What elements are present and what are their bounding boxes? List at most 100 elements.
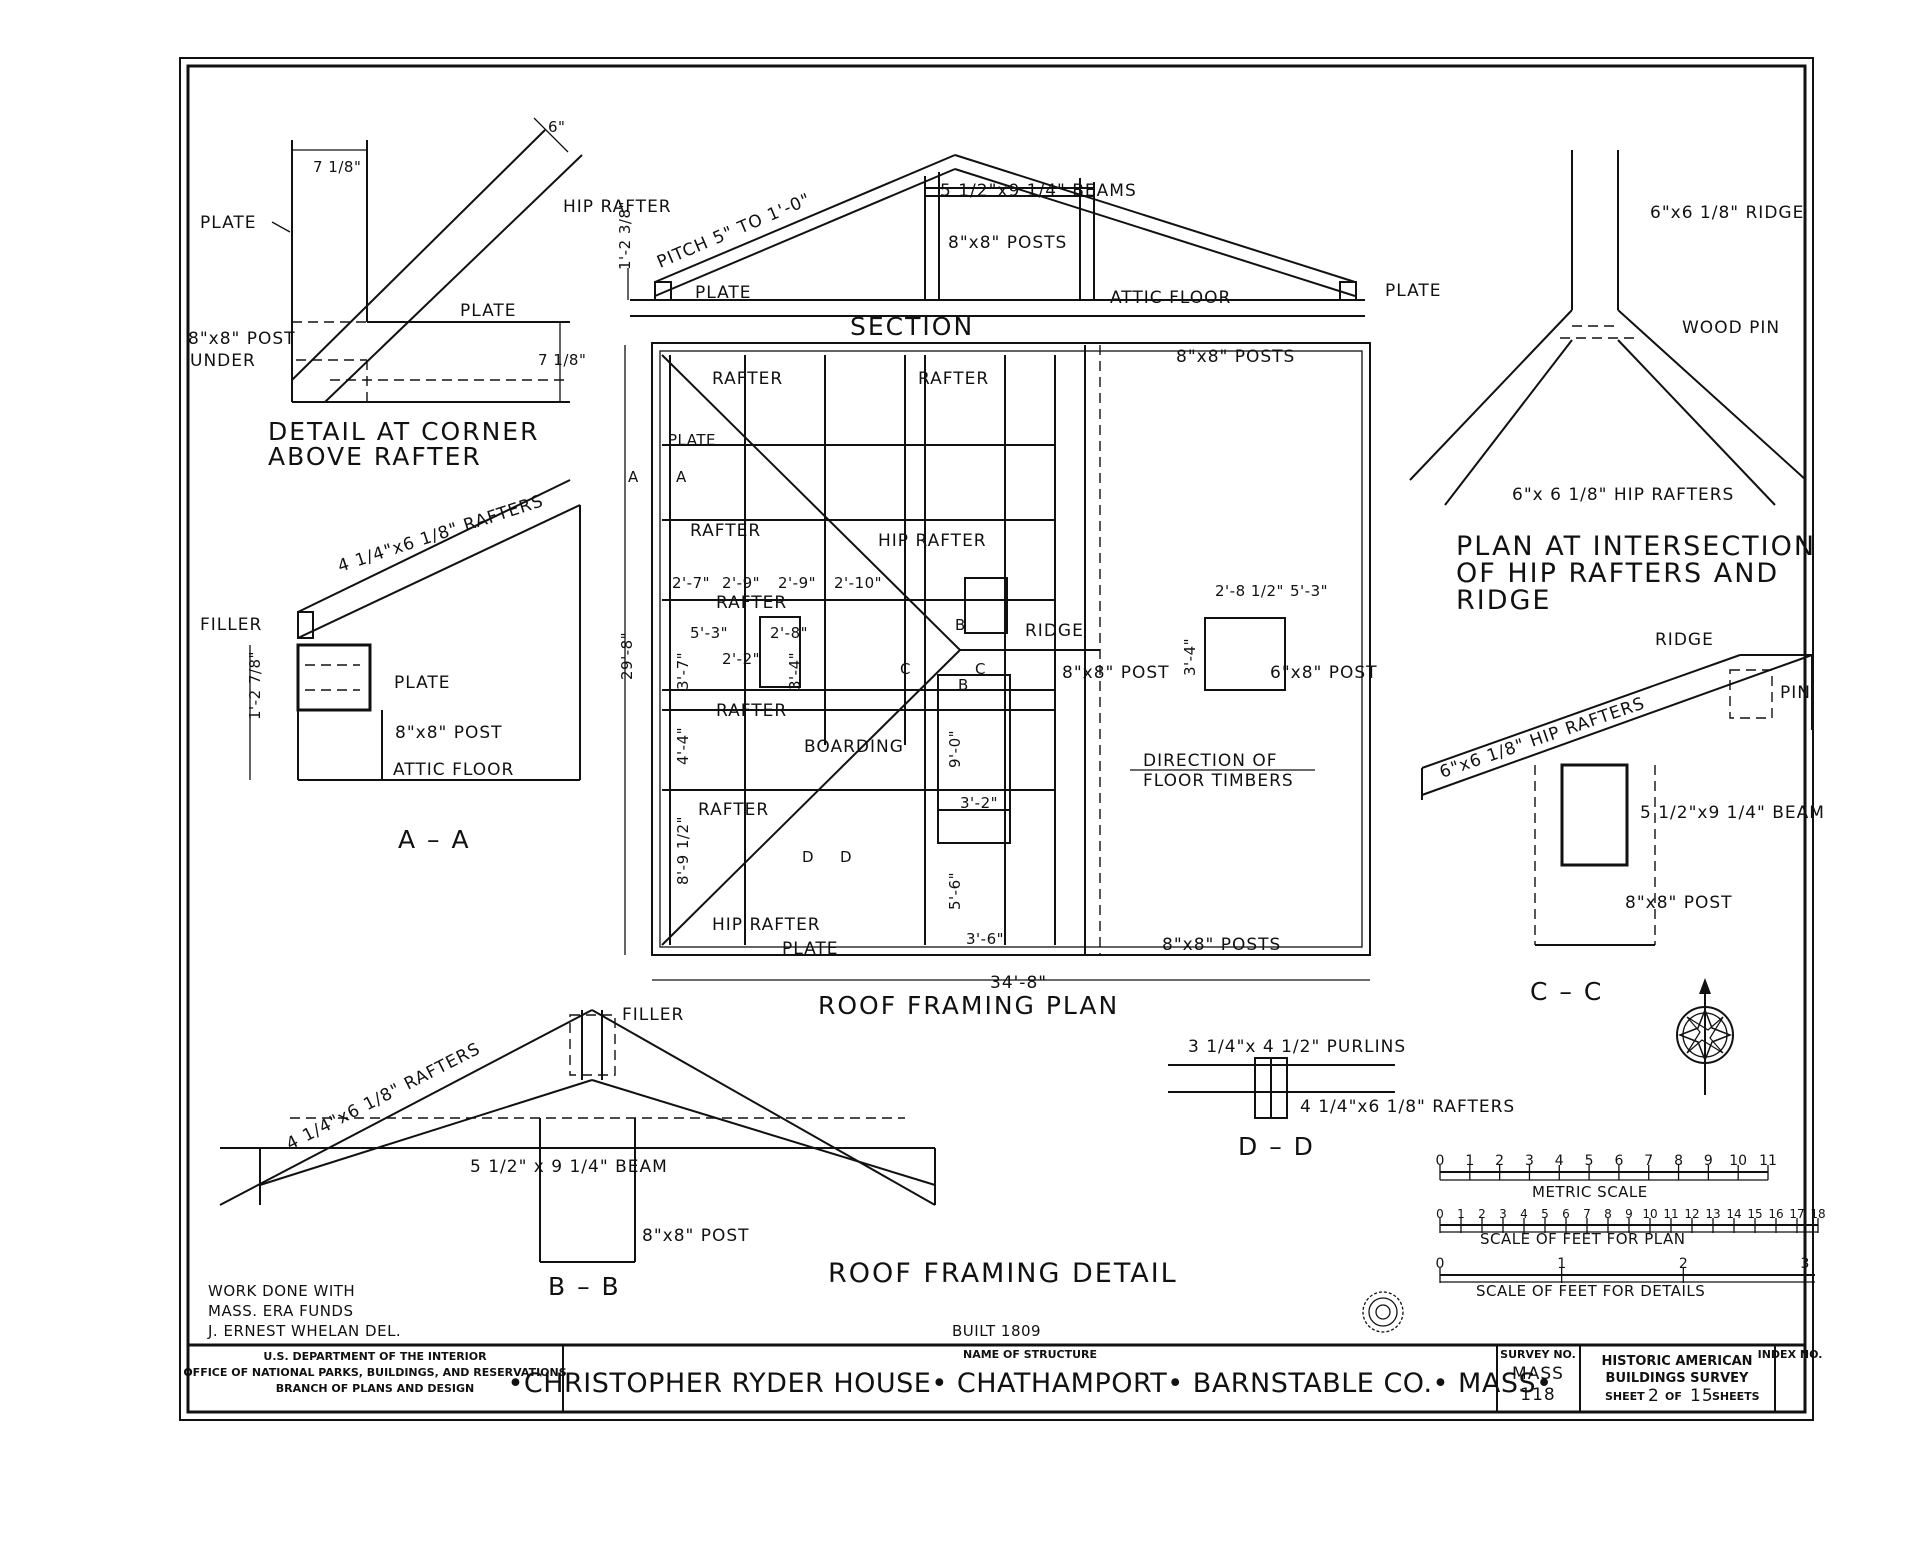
plan-d-left: D <box>802 848 814 866</box>
plan-direction-2: FLOOR TIMBERS <box>1143 771 1294 791</box>
scale-tick-label: 7 <box>1583 1207 1591 1221</box>
framing-title: ROOF FRAMING DETAIL <box>828 1258 1178 1289</box>
plan-dim-9: 3'-4" <box>786 652 804 690</box>
aa-attic-label: ATTIC FLOOR <box>393 760 514 780</box>
framing-detail: FILLER 4 1/4"x6 1/8" RAFTERS 5 1/2" x 9 … <box>219 1005 1178 1301</box>
scale-tick-label: 18 <box>1810 1207 1825 1221</box>
scale-tick-label: 3 <box>1801 1256 1810 1272</box>
corner-plate-label: PLATE <box>200 213 257 233</box>
agency-line-2: OFFICE OF NATIONAL PARKS, BUILDINGS, AND… <box>183 1366 566 1379</box>
scale-tick-label: 11 <box>1663 1207 1678 1221</box>
credit-line-3: J. ERNEST WHELAN DEL. <box>207 1322 401 1340</box>
sheet-number: 2 <box>1648 1386 1660 1406</box>
scale-tick-label: 8 <box>1674 1153 1683 1169</box>
scale-tick-label: 12 <box>1684 1207 1699 1221</box>
scale-tick-label: 1 <box>1465 1153 1474 1169</box>
scale-tick-label: 5 <box>1541 1207 1549 1221</box>
scale-tick-label: 2 <box>1478 1207 1486 1221</box>
corner-plate-label-2: PLATE <box>460 301 517 321</box>
scale-tick-label: 15 <box>1747 1207 1762 1221</box>
section-plate-right: PLATE <box>1385 281 1442 301</box>
plan-dim-8: 3'-7" <box>674 652 692 690</box>
corner-post-label: 8"x8" POST <box>188 329 296 349</box>
survey-label: SURVEY NO. <box>1500 1348 1576 1361</box>
scale-tick-label: 16 <box>1768 1207 1783 1221</box>
plan-rafter-2: RAFTER <box>918 369 989 389</box>
plan-posts-top: 8"x8" POSTS <box>1176 347 1295 367</box>
structure-name-label: NAME OF STRUCTURE <box>963 1348 1097 1361</box>
plan-dim-13: 8'-9 1/2" <box>674 816 692 885</box>
cc-hip-label: 6"x6 1/8" HIP RAFTERS <box>1437 694 1648 783</box>
scale-tick-label: 0 <box>1436 1207 1444 1221</box>
plan-dim-5: 5'-3" <box>690 624 728 642</box>
plan-dim-7: 2'-2" <box>722 650 760 668</box>
plan-dim-height: 29'-8" <box>618 632 636 680</box>
aa-plate-label: PLATE <box>394 673 451 693</box>
scale-tick-label: 9 <box>1704 1153 1713 1169</box>
cc-title: C – C <box>1530 977 1603 1006</box>
corner-dim-side: 7 1/8" <box>538 351 586 369</box>
scale-tick-label: 6 <box>1614 1153 1623 1169</box>
credit-line-1: WORK DONE WITH <box>208 1282 355 1300</box>
dd-rafters-label: 4 1/4"x6 1/8" RAFTERS <box>1300 1097 1515 1117</box>
corner-detail: PLATE HIP RAFTER PLATE 8"x8" POST UNDER … <box>188 117 671 471</box>
framing-rafters-label: 4 1/4"x6 1/8" RAFTERS <box>283 1039 484 1155</box>
cc-ridge-label: RIDGE <box>1655 630 1714 650</box>
section-posts-label: 8"x8" POSTS <box>948 233 1067 253</box>
sheet-total: 15 <box>1690 1386 1714 1406</box>
structure-name: •CHRISTOPHER RYDER HOUSE• CHATHAMPORT• B… <box>507 1368 1552 1399</box>
scale-tick-label: 2 <box>1679 1256 1688 1272</box>
corner-dim-rafter: 6" <box>548 118 565 136</box>
plan-b-bottom: B <box>958 676 969 694</box>
metric-scale-label: METRIC SCALE <box>1532 1183 1648 1201</box>
habs-line-2: BUILDINGS SURVEY <box>1606 1371 1750 1386</box>
plan-scale-label: SCALE OF FEET FOR PLAN <box>1480 1230 1685 1248</box>
outer-border <box>179 57 1814 1421</box>
aa-detail: 4 1/4"x6 1/8" RAFTERS FILLER PLATE 8"x8"… <box>200 479 581 854</box>
aa-rafters-label: 4 1/4"x6 1/8" RAFTERS <box>335 491 546 577</box>
scale-tick-label: 8 <box>1604 1207 1612 1221</box>
cc-pin-label: PIN <box>1780 683 1811 703</box>
dd-detail: 3 1/4"x 4 1/2" PURLINS 4 1/4"x6 1/8" RAF… <box>1168 1037 1515 1161</box>
habs-line-1: HISTORIC AMERICAN <box>1601 1354 1752 1369</box>
scale-tick-label: 10 <box>1642 1207 1657 1221</box>
survey-number: 118 <box>1520 1385 1555 1405</box>
scale-tick-label: 7 <box>1644 1153 1653 1169</box>
aa-dim: 1'-2 7/8" <box>246 651 264 720</box>
library-stamp-icon <box>1362 1291 1404 1333</box>
scale-tick-label: 0 <box>1436 1153 1445 1169</box>
scale-tick-label: 1 <box>1457 1207 1465 1221</box>
intersection-pin-label: WOOD PIN <box>1682 318 1780 338</box>
scale-tick-label: 10 <box>1729 1153 1747 1169</box>
aa-post-label: 8"x8" POST <box>395 723 503 743</box>
cc-detail: RIDGE PIN 6"x6 1/8" HIP RAFTERS 5 1/2"x9… <box>1421 630 1824 1006</box>
plan-boarding-label: BOARDING <box>804 737 904 757</box>
plan-plate-bottom: PLATE <box>782 939 839 959</box>
plan-dim-2: 2'-9" <box>722 574 760 592</box>
scale-tick-label: 2 <box>1495 1153 1504 1169</box>
scale-tick-label: 5 <box>1585 1153 1594 1169</box>
section-beams-label: 5 1/2"x9 1/4" BEAMS <box>940 181 1137 201</box>
aa-title: A – A <box>398 825 471 854</box>
section-dim: 1'-2 3/8" <box>616 201 634 270</box>
corner-dim-top: 7 1/8" <box>313 158 361 176</box>
plan-rafter-4: RAFTER <box>716 593 787 613</box>
intersection-title-2: OF HIP RAFTERS AND <box>1456 558 1779 589</box>
scale-tick-label: 3 <box>1499 1207 1507 1221</box>
section-attic-floor: ATTIC FLOOR <box>1110 288 1231 308</box>
dd-title: D – D <box>1238 1132 1315 1161</box>
plan-rafter-3: RAFTER <box>690 521 761 541</box>
plan-b-top: B <box>955 616 966 634</box>
corner-title-1: DETAIL AT CORNER <box>268 417 539 446</box>
plan-c-left: C <box>900 660 911 678</box>
agency-line-3: BRANCH OF PLANS AND DESIGN <box>276 1382 475 1395</box>
sheets-word: SHEETS <box>1712 1390 1760 1403</box>
plan-dim-16: 2'-8 1/2" <box>1215 582 1284 600</box>
plan-rafter-6: RAFTER <box>698 800 769 820</box>
plan-dim-3: 2'-9" <box>778 574 816 592</box>
plan-dim-17: 5'-3" <box>1290 582 1328 600</box>
cc-post-label: 8"x8" POST <box>1625 893 1733 913</box>
